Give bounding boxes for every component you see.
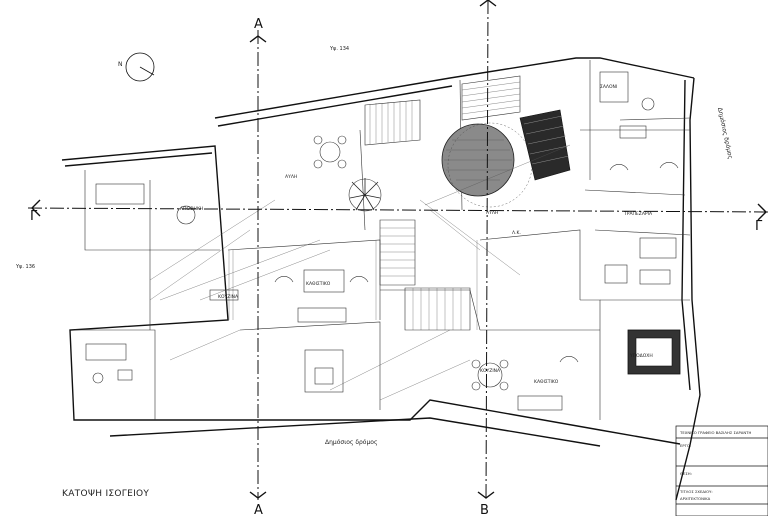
room-living-2: ΚΑΘΙΣΤΙΚΟ — [534, 379, 559, 385]
section-axes — [27, 0, 768, 501]
palm-plant — [348, 178, 382, 212]
interior-walls — [75, 60, 691, 420]
room-dining: ΤΡΑΠΕΖΑΡΙΑ — [623, 211, 653, 217]
section-label-g-right: Γ — [755, 219, 763, 234]
plan-title: ΚΑΤΟΨΗ ΙΣΟΓΕΙΟΥ — [62, 489, 149, 499]
level-top: Υψ. 134 — [329, 46, 349, 52]
room-bath-1: ΣΑΛΟΝΙ — [600, 84, 617, 90]
room-labels: ΚΑΘΙΣΤΙΚΟ ΚΑΘΙΣΤΙΚΟ ΚΟΥΖΙΝΑ ΚΟΥΖΙΝΑ ΣΑΛΟ… — [180, 84, 653, 385]
section-label-b-bottom: B — [480, 503, 489, 516]
titleblock-owner-label: ΘΕΣΗ: — [680, 471, 692, 476]
exterior-walls — [61, 57, 701, 501]
room-kitchen-2: ΚΟΥΖΙΝΑ — [480, 368, 501, 374]
titleblock-drawing-label: ΤΙΤΛΟΣ ΣΧΕΔΙΟΥ: — [679, 489, 713, 494]
room-wc: Λ.Κ. — [512, 230, 521, 236]
room-storage: ΑΠΟΘΗΚΗ — [180, 206, 203, 212]
street-label-bottom: Δημόσιος δρόμος — [325, 439, 378, 446]
title-block: ΤΕΧΝΙΚΟ ΓΡΑΦΕΙΟ ΒΑΣΙΛΗΣ ΣΑΡΑΝΤΗ ΕΡΓΟ: ΘΕ… — [675, 425, 768, 516]
room-yard-1: ΑΥΛΗ — [285, 174, 297, 180]
section-label-g-left: Γ — [30, 209, 38, 224]
room-reception: ΥΠΟΔΟΧΗ — [629, 353, 653, 359]
room-living-1: ΚΑΘΙΣΤΙΚΟ — [306, 281, 331, 287]
room-kitchen-1: ΚΟΥΖΙΝΑ — [218, 294, 239, 300]
titleblock-project-label: ΕΡΓΟ: — [680, 443, 691, 448]
room-yard-2: ΑΥΛΗ — [486, 210, 498, 216]
stairs-middle — [379, 219, 471, 331]
north-arrow: N — [118, 52, 155, 82]
sightlines — [149, 144, 571, 401]
north-label: N — [118, 61, 123, 68]
section-label-a-bottom: A — [254, 503, 263, 516]
section-label-a-top: A — [254, 17, 263, 32]
furniture — [85, 71, 681, 411]
street-label-right: Δημόσιος δρόμος — [716, 107, 734, 160]
titleblock-drawing-value: ΑΡΧΙΤΕΚΤΟΝΙΚΑ — [680, 496, 711, 501]
titleblock-office: ΤΕΧΝΙΚΟ ΓΡΑΦΕΙΟ ΒΑΣΙΛΗΣ ΣΑΡΑΝΤΗ — [679, 430, 751, 435]
pergola-hatch — [519, 109, 571, 181]
stairs-top — [364, 75, 521, 146]
level-left: Υψ. 136 — [15, 264, 35, 270]
